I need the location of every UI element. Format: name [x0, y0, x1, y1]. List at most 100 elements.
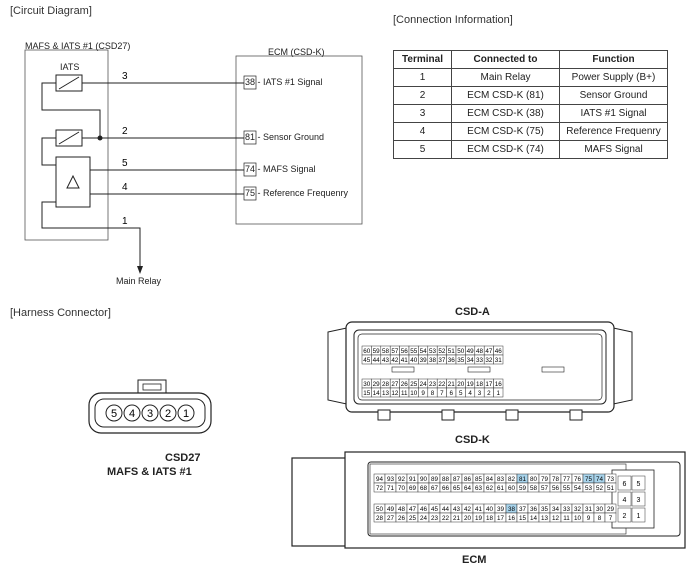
csdk-pin-number: 42	[464, 506, 472, 513]
csdk-pin-number: 68	[420, 485, 428, 492]
csda-pin-number: 53	[429, 348, 437, 355]
csdk-pin-number: 78	[552, 476, 560, 483]
csdk-pin-number: 85	[475, 476, 483, 483]
csdk-pin-number: 38	[508, 506, 516, 513]
csdk-pin-number: 7	[609, 515, 613, 522]
csdk-pin-number: 24	[420, 515, 428, 522]
csd27-pin-number: 1	[183, 408, 189, 420]
csda-pin-number: 27	[391, 381, 399, 388]
ecm-caption: ECM	[462, 554, 487, 566]
header-connected-to: Connected to	[451, 50, 560, 69]
csda-pin-number: 7	[440, 390, 444, 397]
csdk-side-pin-number: 6	[623, 481, 627, 488]
csdk-pin-number: 18	[486, 515, 494, 522]
csdk-pin-number: 94	[376, 476, 384, 483]
csdk-pin-number: 69	[409, 485, 417, 492]
csdk-pin-number: 28	[376, 515, 384, 522]
csdk-pin-number: 82	[508, 476, 516, 483]
ecm-pin-74: 74 - MAFS Signal	[245, 164, 316, 174]
csd27-pin	[159, 404, 177, 422]
cell-function: Power Supply (B+)	[559, 68, 668, 87]
header-function: Function	[559, 50, 668, 69]
cell-terminal: 4	[393, 122, 452, 141]
csd27-sublabel: MAFS & IATS #1	[107, 466, 192, 478]
csda-pin-number: 54	[420, 348, 428, 355]
csdk-side-pin-cell	[631, 475, 646, 491]
csda-pin-number: 59	[373, 348, 381, 355]
csda-pin-number: 8	[431, 390, 435, 397]
csda-pin-number: 58	[382, 348, 390, 355]
csd27-label: CSD27	[165, 452, 201, 464]
csda-pin-number: 16	[495, 381, 503, 388]
csdk-pin-number: 90	[420, 476, 428, 483]
csd27-pin-number: 5	[111, 408, 117, 420]
csdk-pin-number: 13	[541, 515, 549, 522]
pin-3: 3	[122, 71, 128, 82]
csdk-pin-number: 88	[442, 476, 450, 483]
csda-pin-number: 22	[438, 381, 446, 388]
csda-pin-number: 39	[420, 357, 428, 364]
csdk-side-pin-cell	[631, 491, 646, 507]
csda-pin-number: 4	[468, 390, 472, 397]
csdk-side-pin-number: 3	[637, 497, 641, 504]
csdk-pin-number: 65	[453, 485, 461, 492]
csdk-pin-number: 93	[387, 476, 395, 483]
csda-pin-number: 21	[448, 381, 456, 388]
csda-pin-number: 55	[410, 348, 418, 355]
csdk-pin-number: 72	[376, 485, 384, 492]
csdk-pin-number: 50	[376, 506, 384, 513]
cell-function: Reference Frequenry	[559, 122, 668, 141]
csda-pin-number: 11	[401, 390, 408, 397]
csdk-pin-number: 25	[409, 515, 417, 522]
csdk-pin-number: 58	[530, 485, 538, 492]
csda-pin-number: 31	[495, 357, 503, 364]
csda-pin-number: 45	[363, 357, 371, 364]
csdk-pin-number: 51	[607, 485, 615, 492]
csdk-pin-number: 87	[453, 476, 461, 483]
csdk-pin-number: 55	[563, 485, 571, 492]
csda-pin-number: 15	[363, 390, 371, 397]
csdk-pin-number: 48	[398, 506, 406, 513]
csdk-pin-number: 23	[431, 515, 439, 522]
csda-pin-number: 19	[467, 381, 475, 388]
csda-pin-number: 49	[467, 348, 475, 355]
csdk-pin-number: 36	[530, 506, 538, 513]
csdk-pin-number: 16	[508, 515, 516, 522]
csda-pin-number: 48	[476, 348, 484, 355]
csd27-pin-number: 3	[147, 408, 153, 420]
cell-function: IATS #1 Signal	[559, 104, 668, 123]
csdk-side-pin-number: 5	[637, 481, 641, 488]
csda-pin-number: 20	[457, 381, 465, 388]
csd27-pin-number: 4	[129, 408, 135, 420]
csdk-pin-number: 73	[607, 476, 615, 483]
csdk-pin-number: 64	[464, 485, 472, 492]
csdk-side-pin-number: 1	[637, 513, 641, 520]
csda-pin-number: 18	[476, 381, 484, 388]
csd27-pin	[177, 404, 195, 422]
csdk-pin-number: 53	[585, 485, 593, 492]
csdk-pin-number: 9	[587, 515, 591, 522]
arrow-down-icon	[137, 266, 143, 274]
csdk-side-pin-cell	[617, 475, 632, 491]
cell-connected: ECM CSD-K (81)	[451, 86, 560, 105]
csdk-pin-number: 45	[431, 506, 439, 513]
csdk-pin-number: 77	[563, 476, 571, 483]
csdk-pin-number: 17	[497, 515, 505, 522]
cell-connected: Main Relay	[451, 68, 560, 87]
csdk-pin-number: 83	[497, 476, 505, 483]
csda-pin-number: 25	[410, 381, 418, 388]
csda-pin-cell	[493, 387, 504, 398]
main-relay-label: Main Relay	[116, 276, 162, 286]
csdk-pin-number: 57	[541, 485, 549, 492]
csda-pin-number: 44	[373, 357, 381, 364]
csda-pin-number: 40	[410, 357, 418, 364]
csdk-pin-number: 52	[596, 485, 604, 492]
csda-pin-number: 33	[476, 357, 484, 364]
csdk-pin-number: 43	[453, 506, 461, 513]
cell-connected: ECM CSD-K (75)	[451, 122, 560, 141]
csdk-pin-number: 89	[431, 476, 439, 483]
pin-1: 1	[122, 216, 128, 227]
